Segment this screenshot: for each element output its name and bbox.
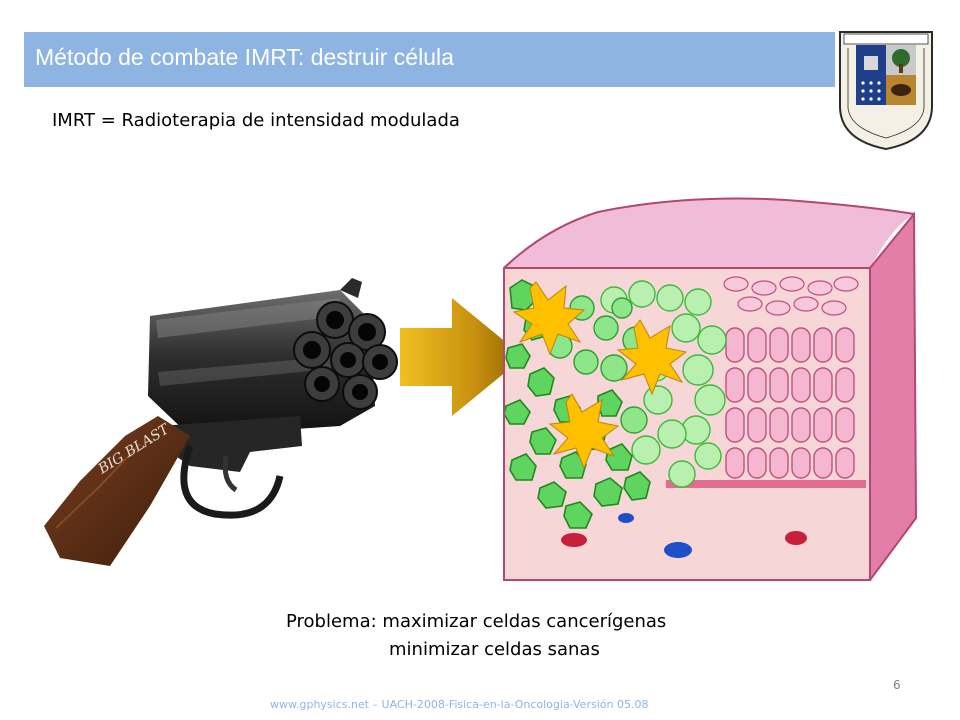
tissue-cell-diagram bbox=[503, 197, 918, 581]
footer-credit: www.gphysics.net – UACH-2008-Fisica-en-l… bbox=[270, 698, 649, 711]
title-bar bbox=[24, 32, 835, 87]
problem-line-1: Problema: maximizar celdas cancerígenas bbox=[286, 611, 667, 632]
slide-number: 6 bbox=[893, 678, 901, 692]
university-crest-logo bbox=[839, 31, 933, 151]
problem-line-2: minimizar celdas sanas bbox=[389, 639, 600, 660]
problem-statement: Problema: maximizar celdas cancerígenas … bbox=[286, 608, 698, 664]
slide-title: Método de combate IMRT: destruir célula bbox=[35, 44, 454, 70]
arrow-right-icon bbox=[400, 298, 524, 416]
multi-barrel-gun-illustration: BIG BLAST bbox=[44, 278, 398, 566]
imrt-definition: IMRT = Radioterapia de intensidad modula… bbox=[52, 110, 460, 131]
